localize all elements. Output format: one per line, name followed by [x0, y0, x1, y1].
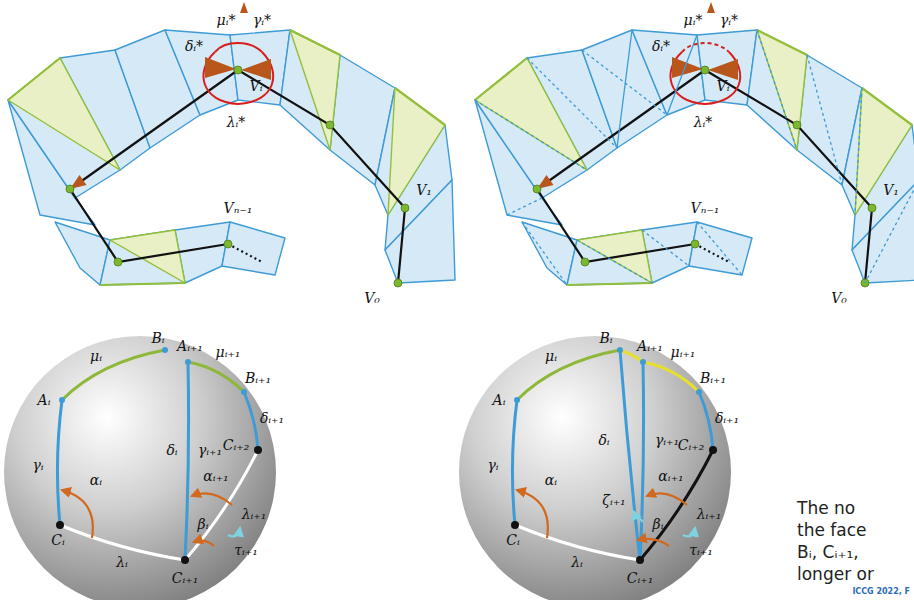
arc-label: δᵢ₊₁: [260, 411, 284, 425]
arc-label: Aᵢ: [38, 393, 51, 407]
band-quads: [8, 30, 455, 285]
arc-label: αᵢ: [90, 473, 102, 487]
arc-label: τᵢ₊₁: [234, 543, 258, 557]
vertex-label: γᵢ*: [253, 13, 271, 27]
vertex-label: Vᵢ: [717, 79, 730, 93]
vertex-label: μᵢ*: [217, 13, 236, 27]
arc-label: αᵢ₊₁: [658, 469, 683, 483]
polyhedral-band: [8, 2, 455, 287]
vertex-loop: [203, 52, 273, 104]
arc-label: Cᵢ₊₂: [678, 438, 705, 452]
vertex-label: δᵢ*: [652, 39, 670, 53]
body-text: Bᵢ, Cᵢ₊₁,: [797, 544, 859, 561]
vertex-label: V₀: [831, 291, 847, 305]
vertex-label: λᵢ*: [694, 115, 713, 129]
arc-label: λᵢ₊₁: [242, 507, 267, 521]
vertex-label: λᵢ*: [227, 115, 246, 129]
arc-label: λᵢ: [571, 555, 583, 569]
vertex-label: V₁: [416, 183, 432, 197]
body-text: longer or: [797, 566, 874, 583]
arc-label: γᵢ₊₁: [198, 443, 222, 457]
arc-label: μᵢ₊₁: [216, 345, 241, 359]
vertex-label: Vₙ₋₁: [691, 201, 720, 215]
arc-label: αᵢ: [545, 473, 557, 487]
arc-label: γᵢ: [487, 458, 498, 472]
arc-label: λᵢ: [116, 555, 128, 569]
arc-label: δᵢ₊₁: [715, 411, 739, 425]
vertex-label: V₀: [364, 291, 380, 305]
gauss-sphere: [4, 336, 276, 600]
arc-label: Bᵢ: [599, 331, 612, 345]
arc-label: Cᵢ: [51, 533, 65, 547]
arc-label: Bᵢ₊₁: [245, 371, 271, 385]
vertex-label: δᵢ*: [185, 39, 203, 53]
vertex-label: γᵢ*: [720, 13, 738, 27]
triangulation: [475, 30, 914, 285]
arc-label: βᵢ: [653, 517, 664, 531]
arc-label: Bᵢ: [151, 331, 164, 345]
arc-label: δᵢ: [166, 443, 177, 457]
arc-label: Aᵢ: [493, 393, 506, 407]
arc-label: μᵢ₊₁: [671, 345, 696, 359]
body-text: The no: [797, 500, 855, 517]
arc-label: Bᵢ₊₁: [700, 371, 726, 385]
arc-label: γᵢ: [32, 458, 43, 472]
arc-label: αᵢ₊₁: [203, 469, 228, 483]
vertex-label: Vᵢ: [250, 79, 263, 93]
polygon-edges: [70, 70, 405, 283]
arc-label: Cᵢ₊₁: [627, 571, 654, 585]
polyhedral-band: [475, 2, 914, 287]
arc-label: Aᵢ₊₁: [637, 339, 663, 353]
vertex-loop: [215, 43, 262, 52]
vertex-label: V₁: [883, 183, 899, 197]
arc-label: Cᵢ: [506, 533, 520, 547]
arc-label: Aᵢ₊₁: [177, 339, 203, 353]
vertex-label: Vₙ₋₁: [224, 201, 253, 215]
band-triangles: [8, 30, 445, 283]
arc-label: Cᵢ₊₁: [172, 571, 199, 585]
body-text: the face: [797, 522, 867, 539]
arc-label: λᵢ₊₁: [697, 507, 722, 521]
arc-label: τᵢ₊₁: [689, 543, 713, 557]
arc-label: βᵢ: [198, 517, 209, 531]
footer-text: ICCG 2022, F: [852, 588, 910, 596]
gauss-sphere: [459, 336, 731, 600]
arc-label: μᵢ: [90, 349, 102, 363]
arc-label: Cᵢ₊₂: [223, 438, 250, 452]
band-edge: [8, 30, 445, 285]
vertex-label: μᵢ*: [684, 13, 703, 27]
normal-cones: [205, 2, 271, 80]
arc-label: ζᵢ₊₁: [602, 493, 625, 507]
arc-label: δᵢ: [598, 433, 609, 447]
vertex-dots: [66, 66, 409, 287]
arc-label: γᵢ₊₁: [655, 433, 679, 447]
arc-label: μᵢ: [545, 349, 557, 363]
